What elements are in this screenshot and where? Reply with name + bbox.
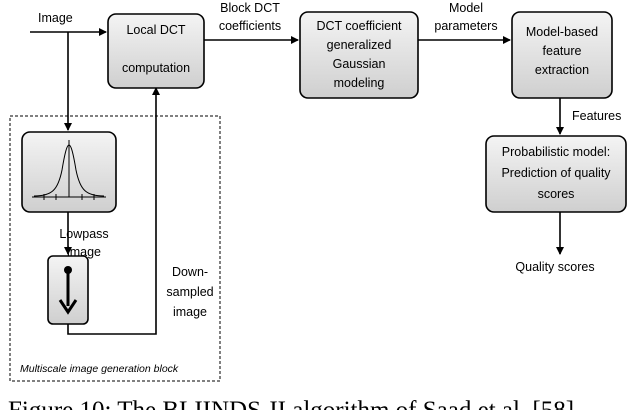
gaussian-curve-icon bbox=[32, 140, 106, 200]
multiscale-block-border bbox=[9, 115, 221, 382]
prob-model-line1: Probabilistic model: bbox=[502, 145, 610, 159]
model-params-label-2: parameters bbox=[434, 19, 497, 33]
downsampler-box bbox=[47, 255, 89, 325]
prob-model-box: Probabilistic model: Prediction of quali… bbox=[485, 135, 627, 213]
gg-model-line1: DCT coefficient bbox=[317, 19, 403, 33]
figure-caption: Figure 10: The BLIINDS-II algorithm of S… bbox=[8, 397, 574, 410]
downsampled-label-3: image bbox=[173, 305, 207, 319]
prob-model-line3: scores bbox=[538, 187, 575, 201]
block-dct-label-2: coefficients bbox=[219, 19, 281, 33]
features-label: Features bbox=[572, 109, 621, 123]
lowpass-label-1: Lowpass bbox=[59, 227, 108, 241]
image-label: Image bbox=[38, 11, 73, 25]
downsample-arrow-icon bbox=[58, 266, 78, 315]
gg-model-line3: Gaussian bbox=[333, 57, 386, 71]
multiscale-block-label: Multiscale image generation block bbox=[20, 363, 179, 375]
lowpass-filter-box bbox=[21, 131, 117, 213]
feature-extraction-line1: Model-based bbox=[526, 25, 598, 39]
downsampled-label-1: Down- bbox=[172, 265, 208, 279]
feature-extraction-box: Model-based feature extraction bbox=[511, 11, 613, 99]
feature-extraction-line3: extraction bbox=[535, 63, 589, 77]
downsampled-label-2: sampled bbox=[166, 285, 213, 299]
block-dct-label-1: Block DCT bbox=[220, 1, 280, 15]
local-dct-box: Local DCT computation bbox=[107, 13, 205, 89]
model-params-label-1: Model bbox=[449, 1, 483, 15]
local-dct-line2: computation bbox=[122, 61, 190, 75]
arrow-downsampled-loop bbox=[67, 87, 160, 335]
local-dct-line1: Local DCT bbox=[126, 23, 185, 37]
gg-model-line4: modeling bbox=[334, 76, 385, 90]
quality-scores-label: Quality scores bbox=[515, 260, 594, 274]
prob-model-line2: Prediction of quality bbox=[501, 166, 611, 180]
gg-model-line2: generalized bbox=[327, 38, 392, 52]
feature-extraction-line2: feature bbox=[543, 44, 582, 58]
lowpass-label-2: image bbox=[67, 245, 101, 259]
gg-model-box: DCT coefficient generalized Gaussian mod… bbox=[299, 11, 419, 99]
